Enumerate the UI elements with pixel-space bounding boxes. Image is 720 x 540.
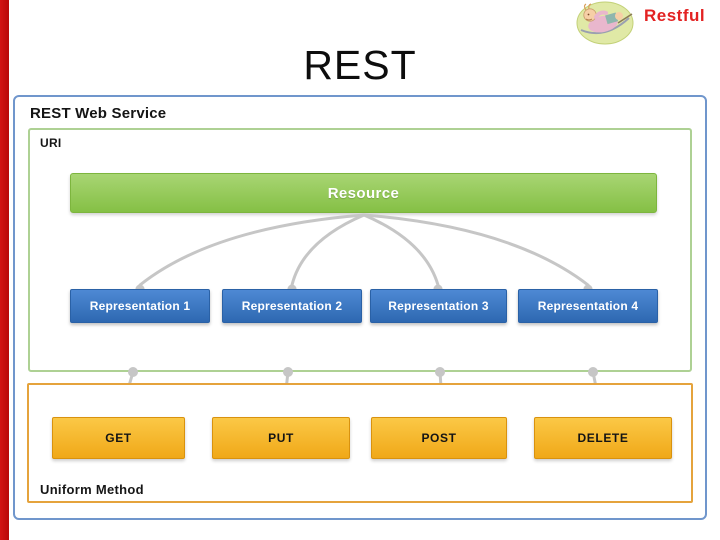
representation-3-box: Representation 3 <box>370 289 507 323</box>
uniform-method-frame: GET PUT POST DELETE Uniform Method <box>27 383 693 503</box>
restful-badge: Restful <box>644 6 706 25</box>
method-box-post: POST <box>371 417 507 459</box>
method-box-put: PUT <box>212 417 350 459</box>
hammock-cartoon-icon <box>576 1 634 45</box>
method-box-delete: DELETE <box>534 417 672 459</box>
rest-diagram-image: REST Web Service URI Resource <box>13 95 707 520</box>
method-box-get: GET <box>52 417 185 459</box>
rest-web-service-label: REST Web Service <box>30 105 167 122</box>
uniform-method-label: Uniform Method <box>40 482 144 497</box>
representation-2-box: Representation 2 <box>222 289 362 323</box>
uri-label: URI <box>40 136 62 150</box>
resource-bar: Resource <box>70 173 657 213</box>
slide-title: REST <box>303 42 417 88</box>
red-accent-bar <box>0 0 9 540</box>
representation-4-box: Representation 4 <box>518 289 658 323</box>
representation-1-box: Representation 1 <box>70 289 210 323</box>
uri-frame: URI Resource <box>28 128 692 372</box>
